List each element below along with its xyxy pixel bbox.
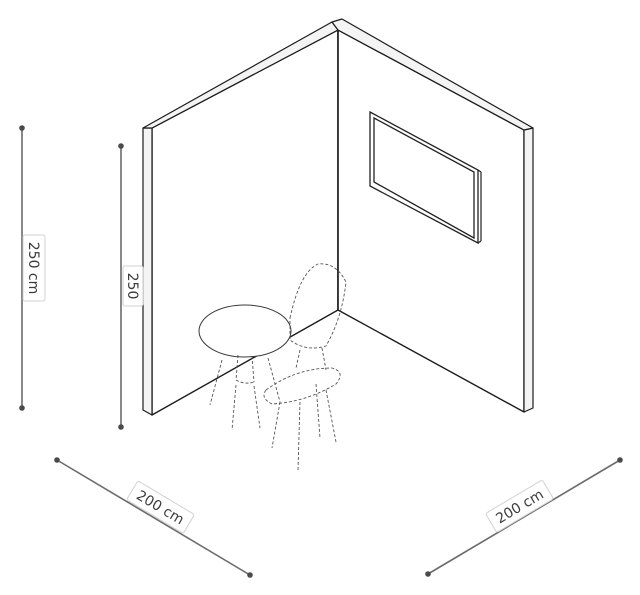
dimension-height-outer: 250 cm (19, 125, 46, 411)
wall-panels (142, 18, 534, 416)
wall-screen (369, 110, 482, 245)
height-outer-label: 250 cm (25, 242, 41, 295)
dimension-width-right: 200 cm (425, 457, 623, 577)
dimension-height-inner: 250 (118, 143, 144, 430)
right-wall-edge (523, 127, 534, 413)
round-table (198, 304, 292, 431)
chair (263, 263, 347, 471)
height-inner-label: 250 (124, 273, 140, 300)
right-wall (337, 29, 525, 413)
right-wall-top (331, 18, 534, 131)
dimension-width-left: 200 cm (54, 457, 253, 578)
left-wall-edge (142, 127, 153, 416)
